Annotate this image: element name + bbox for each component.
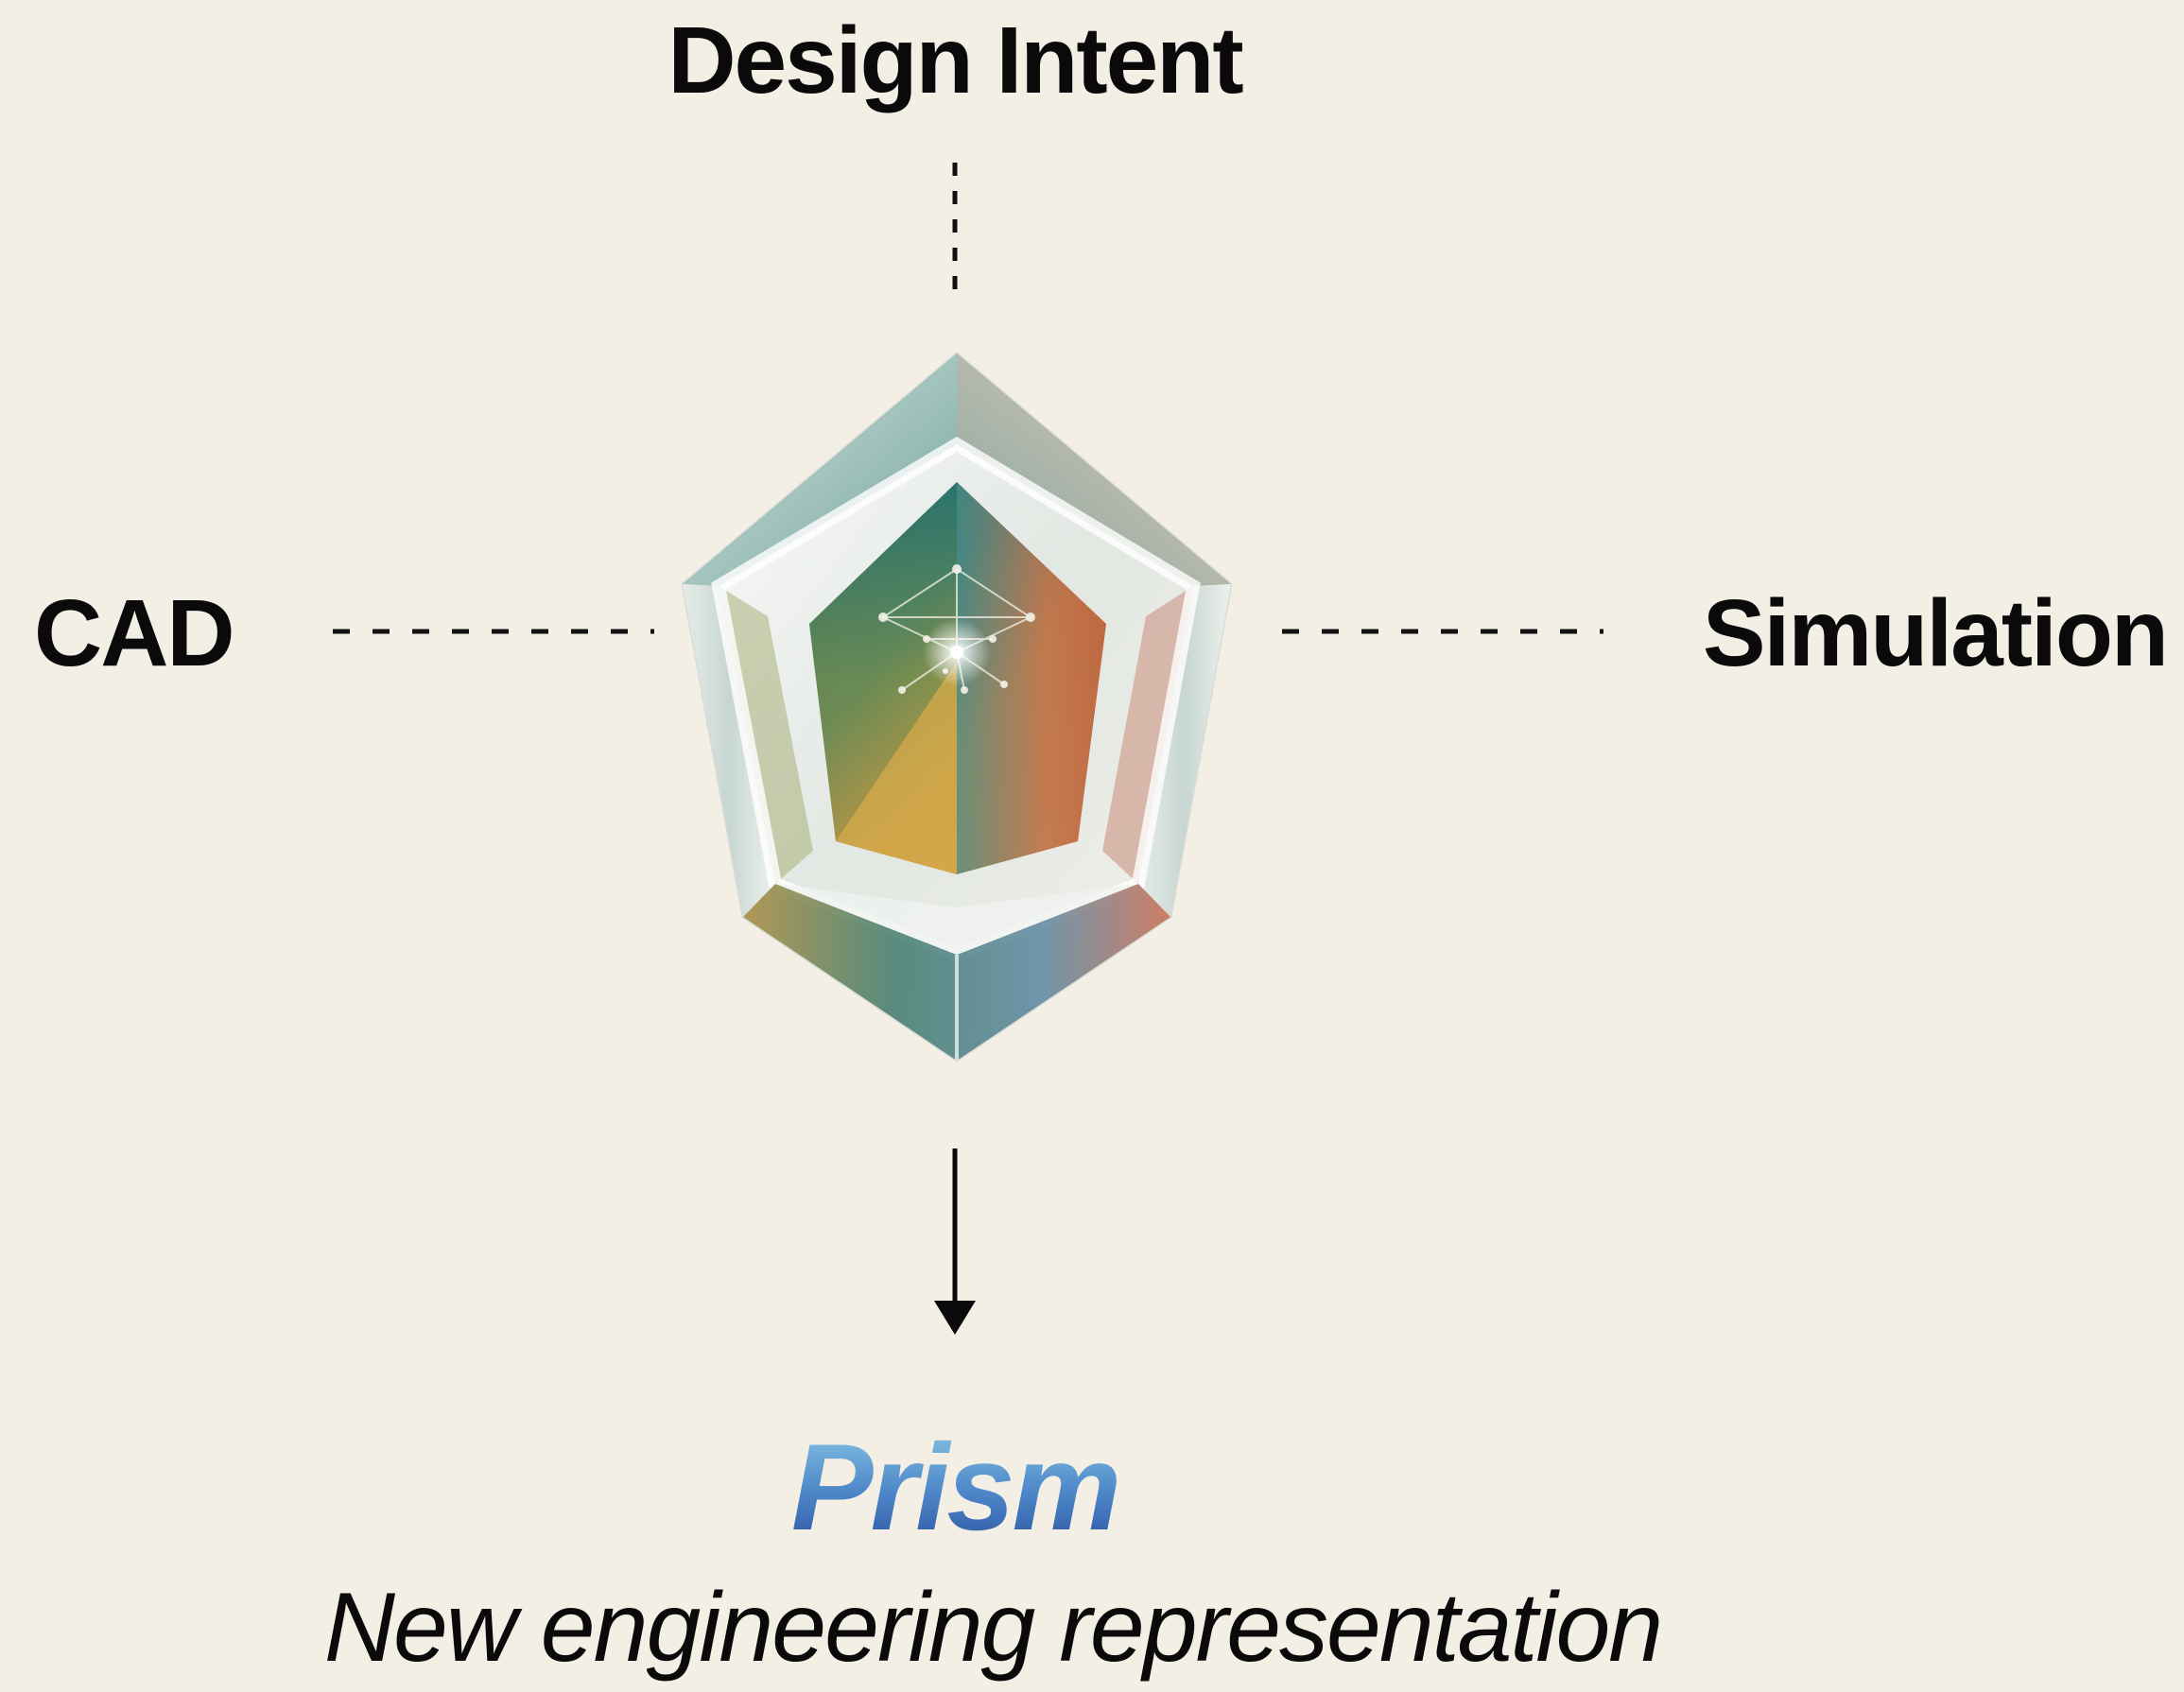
label-design-intent: Design Intent xyxy=(667,8,1243,113)
crystal-gem-icon xyxy=(681,352,1233,1062)
arrow-down-icon xyxy=(934,1148,976,1335)
output-description: New engineering representation xyxy=(323,1573,1663,1683)
label-cad: CAD xyxy=(34,580,235,686)
label-simulation: Simulation xyxy=(1702,580,2169,686)
output-title: Prism xyxy=(0,1425,1910,1548)
